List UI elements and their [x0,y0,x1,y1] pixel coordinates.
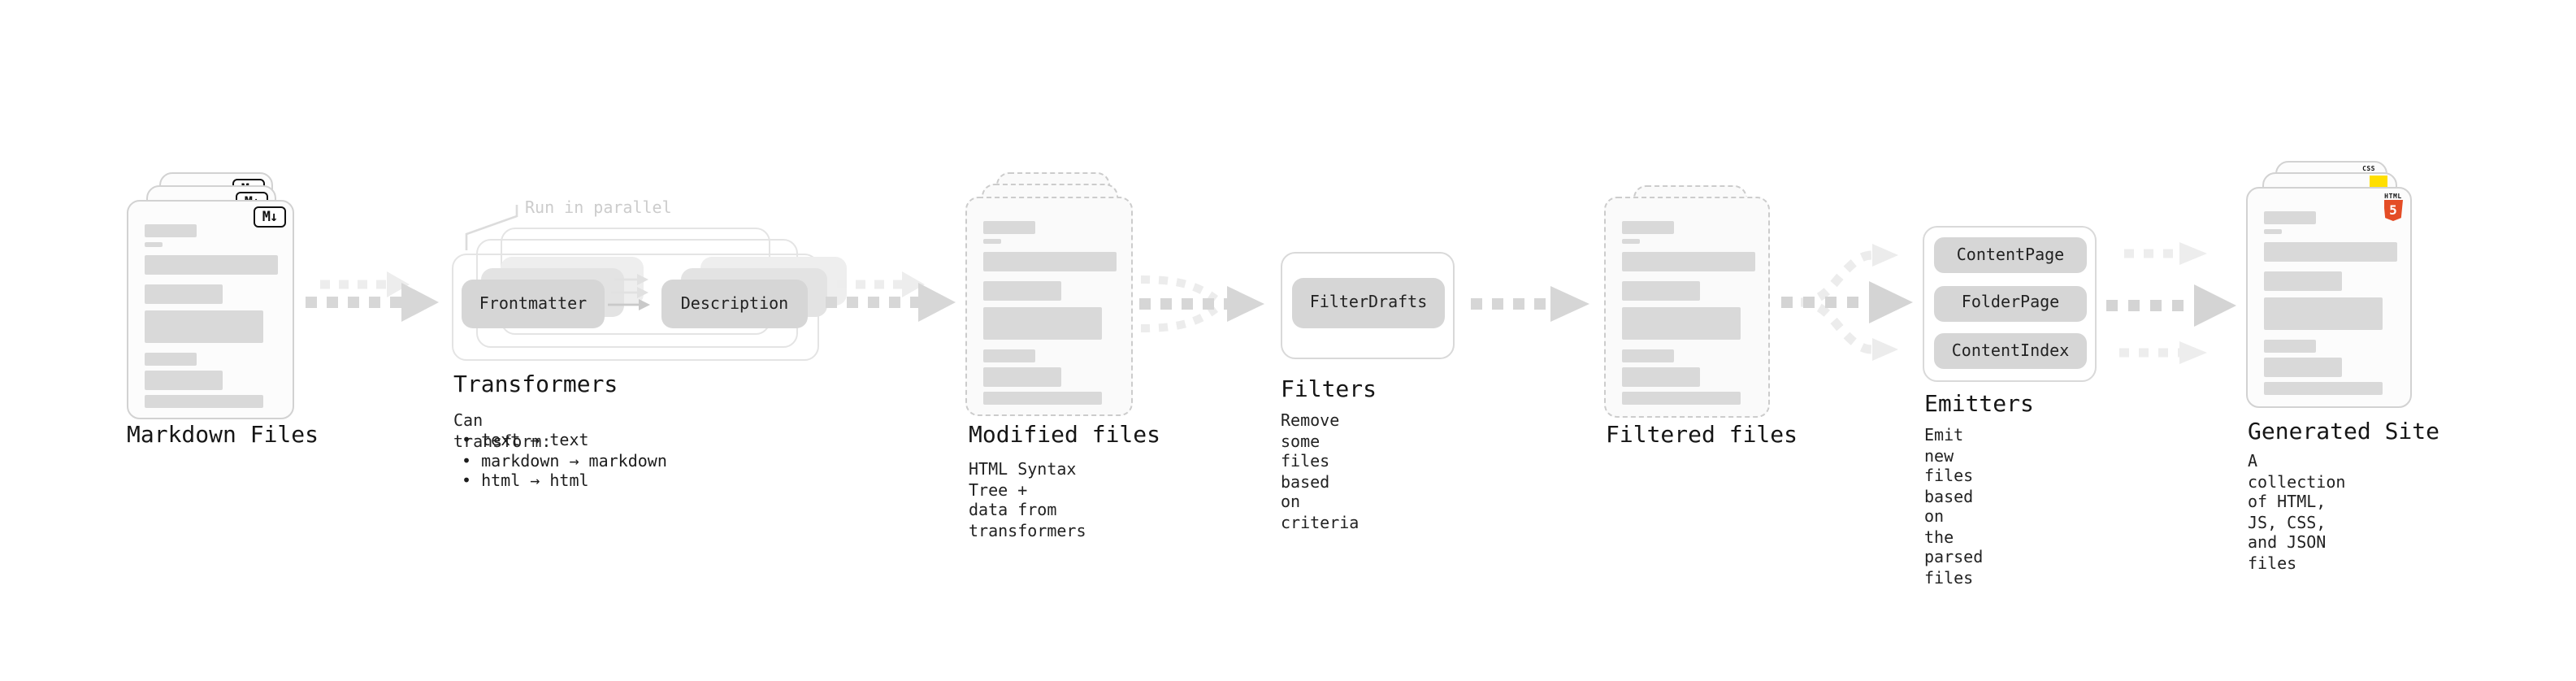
transform-bullet-list: • text → text • markdown → markdown • ht… [462,432,667,493]
file-card: M↓ [127,200,294,419]
arrow-emitters-to-generated [2106,242,2236,364]
emitter-pill: ContentIndex [1934,333,2087,369]
doc-line [1622,252,1755,271]
section-note: Emit new files based on the parsed files [1924,427,1984,588]
doc-line [983,349,1035,362]
doc-line [145,310,263,343]
doc-skeleton [2248,211,2410,395]
emitter-pill: FolderPage [1934,285,2087,321]
arrow-filters-to-filtered [1471,286,1589,322]
doc-line [145,224,197,237]
bullet-item: • html → html [462,473,589,491]
doc-line [2264,211,2316,224]
doc-line [1622,239,1640,244]
section-title: Transformers [453,372,618,398]
section-title: Filters [1281,377,1377,403]
doc-line [2264,358,2342,377]
transform-arrows-icon [608,274,650,310]
doc-line [1622,221,1674,234]
doc-line [983,252,1117,271]
section-note: Remove some files based on criteria [1281,413,1360,532]
doc-line [145,284,223,304]
file-card [965,197,1133,416]
bullet-item: • text → text [462,432,589,450]
arrow-modified-to-filters [1139,275,1264,332]
doc-line [2264,229,2282,234]
section-title: Modified files [969,423,1161,449]
section-title: Emitters [1924,392,2034,418]
parallel-connector [465,205,518,250]
file-card [1604,197,1770,418]
doc-line [1622,367,1700,387]
doc-line [983,239,1001,244]
section-note: HTML Syntax Tree + data from transformer… [969,462,1086,540]
doc-line [1622,392,1741,405]
doc-skeleton [967,221,1131,405]
section-title: Markdown Files [127,423,319,449]
frontmatter-pill: Frontmatter [462,280,605,328]
doc-line [983,367,1061,387]
doc-line [145,353,197,366]
doc-line [1622,281,1700,301]
parallel-label: Run in parallel [525,200,672,218]
doc-line [145,242,163,247]
doc-line [2264,297,2383,330]
html5-icon-number: 5 [2389,203,2397,218]
file-card: HTML 5 [2246,187,2412,408]
doc-line [145,255,278,275]
doc-line [2264,242,2397,262]
doc-line [983,281,1061,301]
doc-line [2264,382,2383,395]
section-title: Filtered files [1606,423,1798,449]
section-note: Can transform: [453,413,552,451]
doc-line [1622,349,1674,362]
html5-icon-label: HTML [2384,192,2402,200]
doc-line [1622,307,1741,340]
markdown-icon: M↓ [254,206,286,228]
section-title: Generated Site [2248,419,2440,445]
doc-line [2264,340,2316,353]
doc-line [145,395,263,408]
section-note: A collection of HTML, JS, CSS, and JSON … [2248,453,2346,573]
filter-pill: FilterDrafts [1292,278,1445,328]
html5-icon-shield: 5 [2383,200,2403,221]
arrow-transformers-to-modified [826,271,956,322]
css-icon-label: CSS [2362,164,2375,172]
doc-line [983,392,1102,405]
doc-line [983,221,1035,234]
doc-line [2264,271,2342,291]
javascript-icon [2370,176,2387,187]
html5-icon: HTML 5 [2383,192,2404,221]
description-pill: Description [661,280,808,328]
arrow-filtered-to-emitters [1781,244,1913,361]
doc-skeleton [1606,221,1768,405]
bullet-item: • markdown → markdown [462,453,667,471]
doc-line [145,371,223,390]
arrow-markdown-to-transformers [306,271,439,322]
doc-line [983,307,1102,340]
doc-skeleton [128,224,293,408]
emitter-pill: ContentPage [1934,237,2087,273]
